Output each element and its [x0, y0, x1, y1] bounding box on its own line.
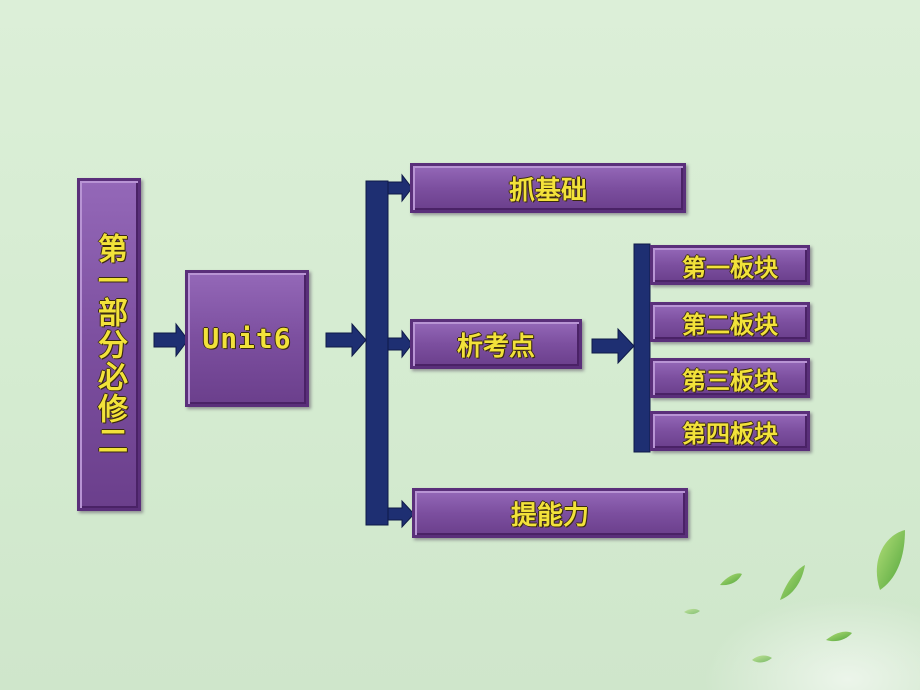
arrow-icon: [591, 327, 635, 365]
leaf-icon: [780, 565, 805, 600]
leaf-icon: [720, 573, 742, 586]
arrow-icon: [387, 329, 413, 359]
leaf-icon: [684, 608, 700, 615]
section-label: 提能力: [510, 500, 589, 531]
root-box[interactable]: 第一部分必修二: [77, 178, 141, 511]
block-label: 第二板块: [682, 310, 778, 339]
unit-label: Unit6: [202, 322, 292, 355]
arrow-icon: [153, 322, 189, 358]
block-box-2[interactable]: 第二板块: [650, 302, 810, 342]
root-label: 第一部分必修二: [92, 232, 127, 457]
section-label: 析考点: [456, 331, 535, 362]
block-box-1[interactable]: 第一板块: [650, 245, 810, 285]
block-label: 第三板块: [682, 366, 778, 395]
leaf-icon: [876, 530, 905, 590]
block-box-3[interactable]: 第三板块: [650, 358, 810, 398]
arrow-icon: [387, 173, 413, 203]
section-box-exam-points[interactable]: 析考点: [410, 319, 582, 369]
block-spine-bar: [633, 243, 651, 453]
spine-bar: [365, 180, 389, 526]
block-box-4[interactable]: 第四板块: [650, 411, 810, 451]
block-label: 第一板块: [682, 253, 778, 282]
block-label: 第四板块: [682, 419, 778, 448]
leaf-icon: [826, 631, 852, 642]
arrow-icon: [387, 499, 415, 529]
section-label: 抓基础: [508, 175, 587, 206]
arrow-icon: [325, 322, 367, 358]
leaf-icon: [752, 655, 772, 663]
unit-box[interactable]: Unit6: [185, 270, 309, 407]
section-box-ability[interactable]: 提能力: [412, 488, 688, 538]
section-box-basics[interactable]: 抓基础: [410, 163, 686, 213]
